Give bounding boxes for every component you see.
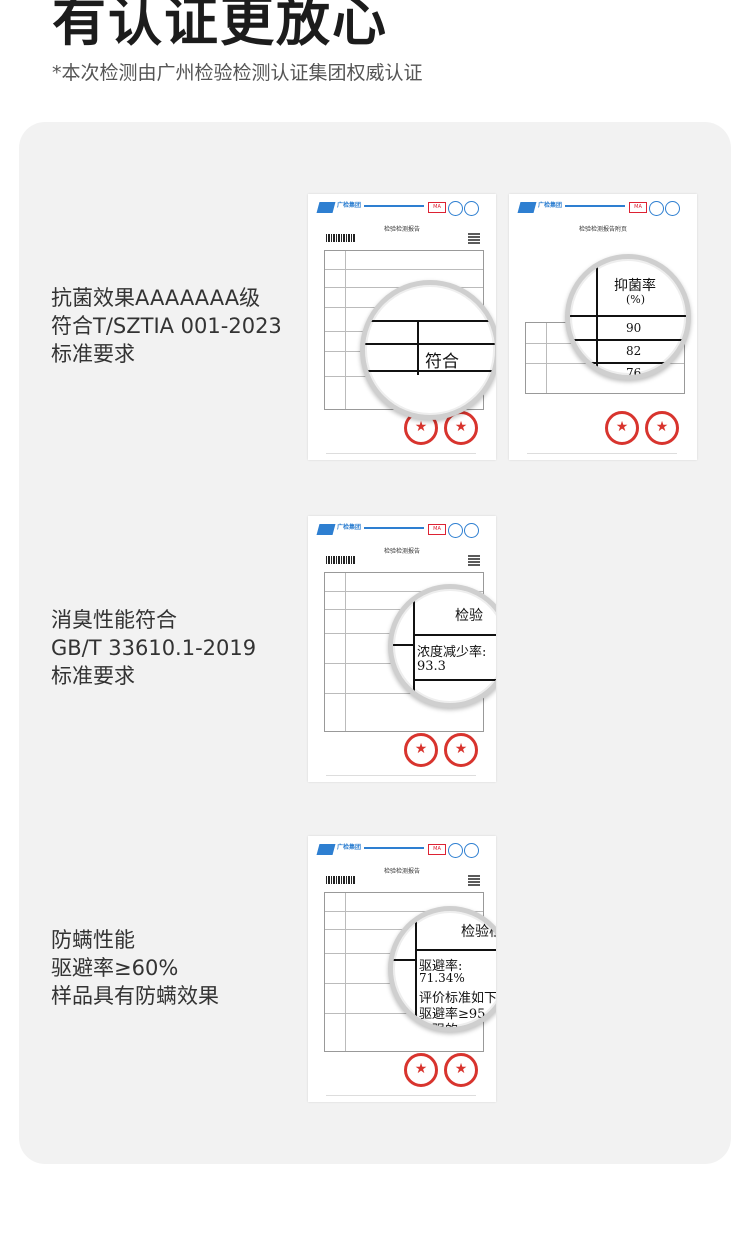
description-line: 符合T/SZTIA 001-2023 <box>51 314 282 338</box>
cnas-certification-icon <box>448 523 463 538</box>
magnified-text: 检验检 <box>461 924 496 940</box>
antibacterial-description: 抗菌效果AAAAAAA级 符合T/SZTIA 001-2023 标准要求 <box>51 284 282 368</box>
magnified-text: 极强的 <box>419 1023 459 1032</box>
qr-code-icon <box>468 232 480 244</box>
official-seal-icon <box>444 1053 478 1087</box>
cnas-certification-icon <box>464 523 479 538</box>
anti-mite-description: 防螨性能 驱避率≥60% 样品具有防螨效果 <box>51 926 219 1010</box>
description-line: 消臭性能符合 <box>51 608 177 632</box>
description-line: 防螨性能 <box>51 928 135 952</box>
magnified-detail: 检验检 驱避率: 71.34% 评价标准如下 驱避率≥95 极强的 <box>388 906 496 1032</box>
magnified-text: 93.3 <box>417 659 446 674</box>
magnified-text: 驱避率≥95 <box>419 1007 486 1022</box>
official-seal-icon <box>404 733 438 767</box>
cnas-certification-icon <box>448 843 463 858</box>
magnified-detail: 抑菌率 (%) 90 82 76 <box>565 254 691 380</box>
cnas-certification-icon <box>649 201 664 216</box>
cma-certification-icon: MA <box>629 202 647 213</box>
report-title: 检验检测报告 <box>383 226 420 233</box>
cma-certification-icon: MA <box>428 202 446 213</box>
gttc-logo-icon <box>316 524 336 535</box>
description-line: 标准要求 <box>51 664 135 688</box>
magnified-text: 抑菌率 <box>614 278 656 294</box>
cnas-certification-icon <box>464 843 479 858</box>
official-seal-icon <box>645 411 679 445</box>
official-seal-icon <box>444 733 478 767</box>
deodorizing-description: 消臭性能符合 GB/T 33610.1-2019 标准要求 <box>51 606 256 690</box>
test-report-appendix-document: 广检集团 MA 检验检测报告附页 抑菌率 (%) 90 <box>509 194 697 460</box>
magnified-text: 评价标准如下 <box>419 991 496 1006</box>
description-line: 抗菌效果AAAAAAA级 <box>51 286 261 310</box>
magnified-detail: 检验 浓度减少率: 93.3 <box>388 584 496 708</box>
gttc-logo-text: 广检集团 <box>337 202 362 209</box>
report-header: 广检集团 MA <box>308 194 496 218</box>
magnified-text: 符合 <box>425 352 459 372</box>
report-title: 检验检测报告 <box>383 548 420 555</box>
page-subtitle: *本次检测由广州检验检测认证集团权威认证 <box>52 62 423 84</box>
magnified-text: 76 <box>626 366 642 380</box>
gttc-logo-text: 广检集团 <box>337 844 362 851</box>
gttc-logo-text: 广检集团 <box>538 202 563 209</box>
barcode-icon <box>326 234 356 242</box>
qr-code-icon <box>468 874 480 886</box>
page-title: 有认证更放心 <box>52 0 388 53</box>
magnified-text: 82 <box>626 344 642 358</box>
anti-mite-section: 防螨性能 驱避率≥60% 样品具有防螨效果 广检集团 MA 检验检测报告 <box>19 834 731 1104</box>
official-seal-icon <box>605 411 639 445</box>
qr-code-icon <box>468 554 480 566</box>
description-line: GB/T 33610.1-2019 <box>51 636 257 660</box>
report-header: 广检集团 MA <box>509 194 697 218</box>
gttc-logo-text: 广检集团 <box>337 524 362 531</box>
magnified-text: (%) <box>626 293 646 306</box>
gttc-logo-icon <box>316 202 336 213</box>
report-title: 检验检测报告 <box>383 868 420 875</box>
barcode-icon <box>326 876 356 884</box>
magnified-text: 71.34% <box>419 971 465 985</box>
description-line: 驱避率≥60% <box>51 956 179 980</box>
description-line: 样品具有防螨效果 <box>51 984 219 1008</box>
antibacterial-section: 抗菌效果AAAAAAA级 符合T/SZTIA 001-2023 标准要求 广检集… <box>19 192 731 462</box>
test-report-document: 广检集团 MA 检验检测报告 符 <box>308 194 496 460</box>
magnified-detail: 符合 <box>360 280 496 420</box>
cnas-certification-icon <box>665 201 680 216</box>
magnified-text: 驱避率: <box>419 959 463 974</box>
report-header: 广检集团 MA <box>308 516 496 540</box>
magnified-text: 检验 <box>455 608 483 624</box>
official-seal-icon <box>404 1053 438 1087</box>
cnas-certification-icon <box>448 201 463 216</box>
cma-certification-icon: MA <box>428 524 446 535</box>
barcode-icon <box>326 556 356 564</box>
gttc-logo-icon <box>517 202 537 213</box>
certification-panel: 抗菌效果AAAAAAA级 符合T/SZTIA 001-2023 标准要求 广检集… <box>19 122 731 1164</box>
cma-certification-icon: MA <box>428 844 446 855</box>
report-title: 检验检测报告附页 <box>578 226 627 233</box>
cnas-certification-icon <box>464 201 479 216</box>
gttc-logo-icon <box>316 844 336 855</box>
report-header: 广检集团 MA <box>308 836 496 860</box>
magnified-text: 90 <box>626 321 642 335</box>
magnified-text: 浓度减少率: <box>417 645 487 660</box>
description-line: 标准要求 <box>51 342 135 366</box>
test-report-document: 广检集团 MA 检验检测报告 检验检 驱避率: <box>308 836 496 1102</box>
deodorizing-section: 消臭性能符合 GB/T 33610.1-2019 标准要求 广检集团 MA 检验… <box>19 514 731 784</box>
test-report-document: 广检集团 MA 检验检测报告 检验 <box>308 516 496 782</box>
